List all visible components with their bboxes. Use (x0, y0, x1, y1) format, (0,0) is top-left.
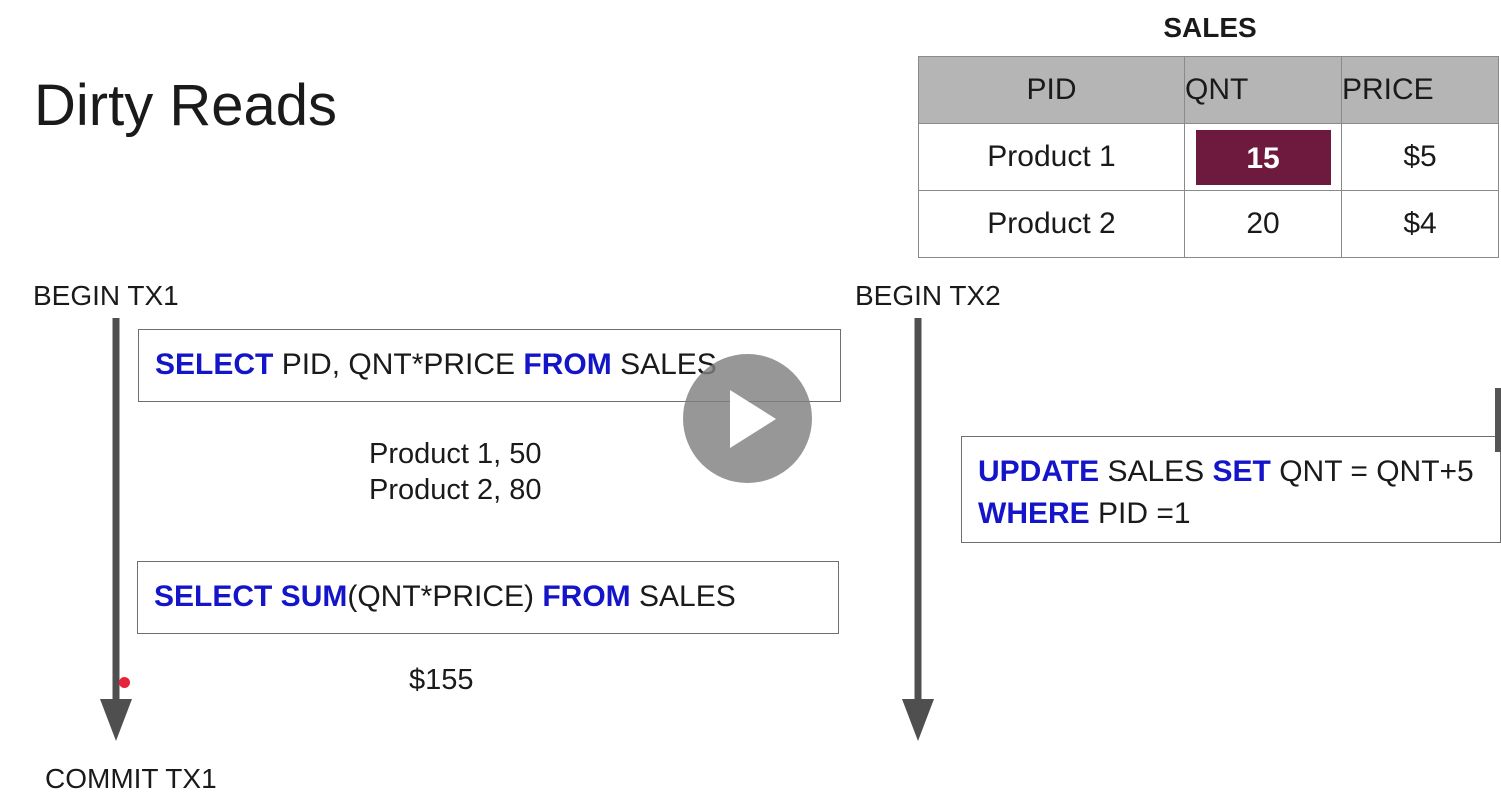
tx1-commit-label: COMMIT TX1 (45, 763, 217, 794)
sql-keyword: SELECT (155, 348, 274, 381)
tx1-arrow-head (100, 699, 132, 741)
table-cell-qnt-highlighted: 15 (1184, 123, 1342, 191)
tx1-sum-result: $155 (409, 664, 474, 696)
sql-keyword: SELECT SUM (154, 580, 348, 613)
table-header-row: PID QNT PRICE (918, 56, 1499, 124)
sql-keyword: SET (1212, 455, 1271, 488)
table-row: Product 2 20 $4 (918, 190, 1499, 258)
slide-title: Dirty Reads (34, 73, 337, 138)
tx2-update-query-box: UPDATE SALES SET QNT = QNT+5 WHERE PID =… (961, 436, 1501, 543)
sales-table: PID QNT PRICE Product 1 15 $5 Product 2 … (918, 56, 1499, 258)
sql-text: QNT = QNT+5 (1270, 455, 1474, 488)
tx2-begin-label: BEGIN TX2 (855, 280, 1001, 311)
pointer-dot (119, 677, 130, 688)
table-cell-qnt: 20 (1184, 190, 1342, 258)
table-cell-price: $5 (1341, 123, 1499, 191)
sql-keyword: FROM (523, 348, 612, 381)
table-cell-price: $4 (1341, 190, 1499, 258)
sql-line: WHERE PID =1 (978, 493, 1500, 535)
edge-handle (1495, 388, 1501, 452)
tx1-begin-label: BEGIN TX1 (33, 280, 179, 311)
table-cell-pid: Product 2 (918, 190, 1185, 258)
sql-keyword: UPDATE (978, 455, 1100, 488)
sql-text: (QNT*PRICE) (347, 580, 543, 613)
tx2-arrow-head (902, 699, 934, 741)
sql-keyword: WHERE (978, 497, 1090, 530)
column-header-qnt: QNT (1184, 56, 1342, 124)
sql-text: PID =1 (1089, 497, 1191, 530)
highlighted-value: 15 (1195, 129, 1331, 185)
tx1-result-line: Product 2, 80 (369, 474, 542, 506)
sql-text: SALES (1099, 455, 1213, 488)
tx1-sum-query-box: SELECT SUM(QNT*PRICE) FROM SALES (137, 561, 839, 634)
sql-line: UPDATE SALES SET QNT = QNT+5 (978, 451, 1500, 493)
tx1-result-line: Product 1, 50 (369, 438, 542, 470)
table-title: SALES (1163, 12, 1257, 43)
play-icon (730, 390, 776, 448)
play-button[interactable] (683, 354, 812, 483)
sql-text: PID, QNT*PRICE (273, 348, 524, 381)
sql-keyword: FROM (542, 580, 631, 613)
column-header-pid: PID (918, 56, 1185, 124)
sql-text: SALES (630, 580, 736, 613)
